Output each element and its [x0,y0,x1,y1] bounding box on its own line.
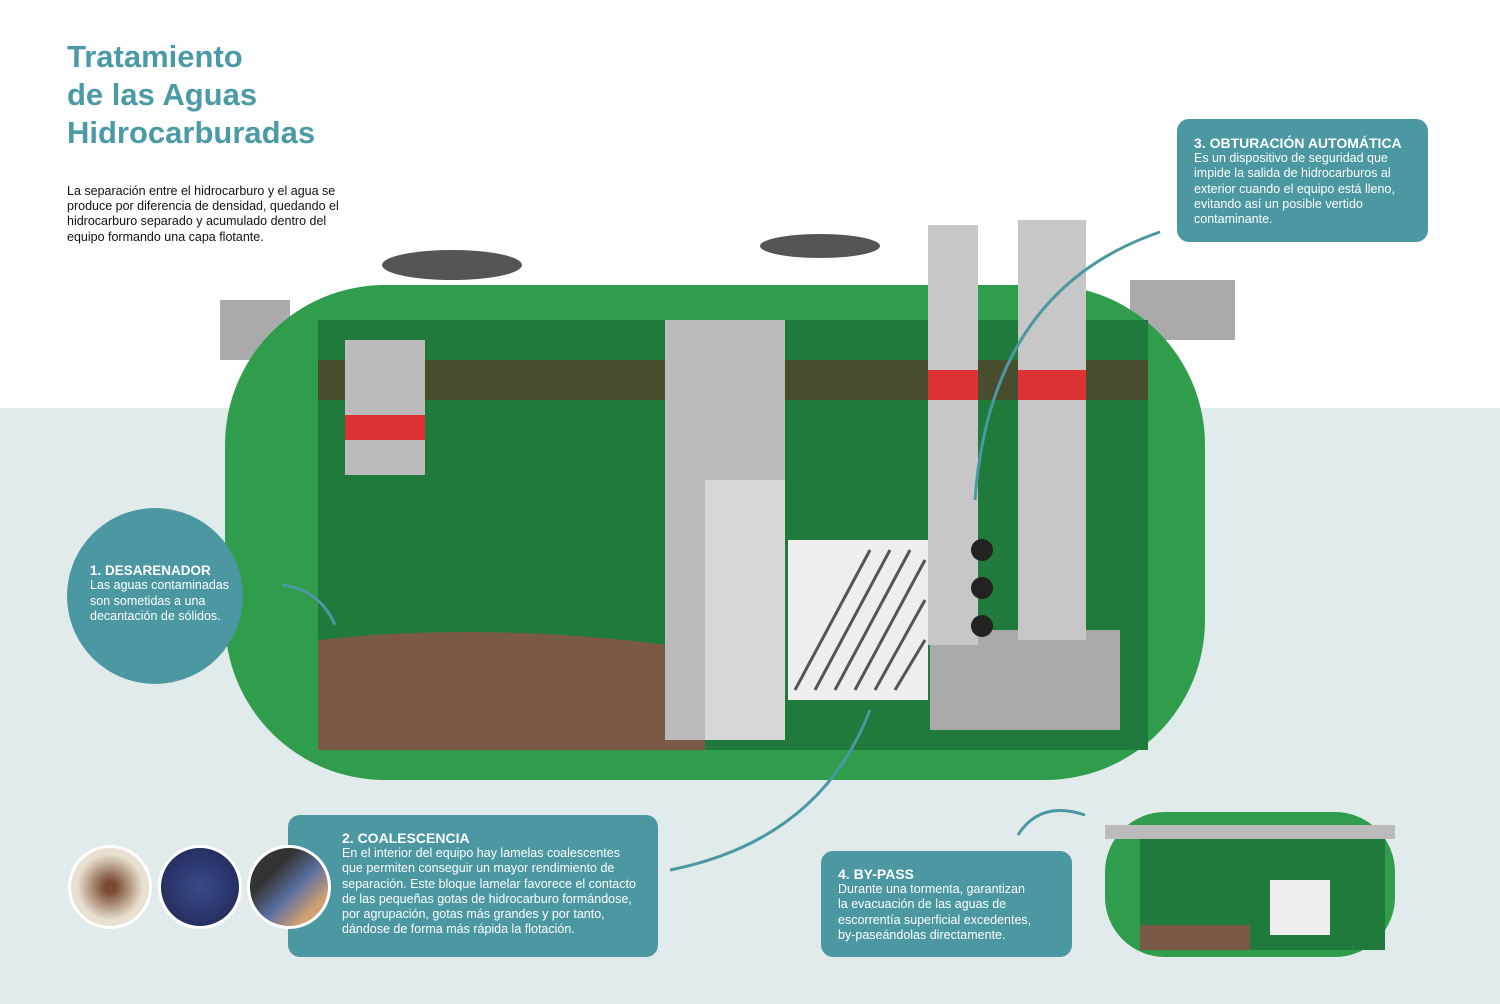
step-text: Durante una tormenta, garantizan la evac… [838,882,1032,942]
step-4-bypass: 4. BY-PASS Durante una tormenta, garanti… [821,851,1072,957]
step-title: 3. OBTURACIÓN AUTOMÁTICA [1194,135,1402,151]
honeycomb-media-image [68,845,152,929]
intro-text: La separación entre el hidrocarburo y el… [67,184,339,244]
arrows [281,230,1161,872]
step-title: 2. COALESCENCIA [342,830,470,846]
step-3-obturacion: 3. OBTURACIÓN AUTOMÁTICA Es un dispositi… [1177,119,1428,242]
step-text: En el interior del equipo hay lamelas co… [342,846,636,937]
step-2-coalescencia: 2. COALESCENCIA En el interior del equip… [288,815,658,957]
title-line: de las Aguas [67,77,258,112]
oil-droplets-image [247,845,331,929]
step-text: Las aguas contaminadas son sometidas a u… [90,578,229,623]
step-title: 1. DESARENADOR [90,563,211,578]
step-text: Es un dispositivo de seguridad que impid… [1194,151,1395,227]
main-tank [220,220,1235,780]
step-title: 4. BY-PASS [838,866,914,882]
lamella-media-image [158,845,242,929]
title-line: Tratamiento [67,39,243,74]
title-line: Hidrocarburadas [67,115,316,150]
step-1-desarenador: 1. DESARENADOR Las aguas contaminadas so… [67,508,243,684]
bypass-tank [1105,812,1395,957]
page-title: Tratamiento de las Aguas Hidrocarburadas [67,38,315,152]
